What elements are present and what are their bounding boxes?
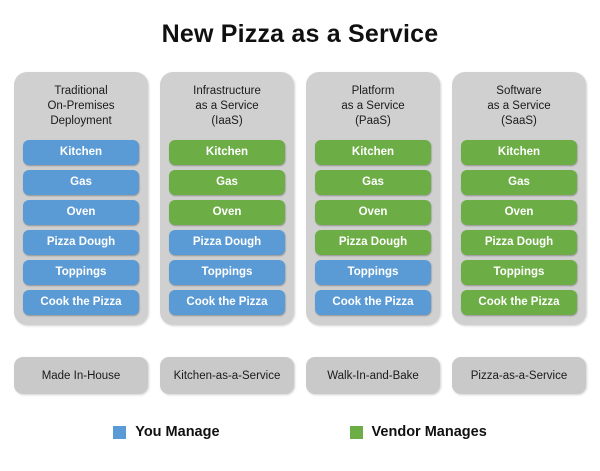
column-footer-label: Pizza-as-a-Service [452, 357, 586, 394]
legend-item: You Manage [113, 424, 220, 440]
column-header-line: as a Service [341, 100, 405, 112]
column-header-line: Infrastructure [193, 85, 261, 97]
column-header-line: as a Service [487, 100, 551, 112]
column-header-line: (PaaS) [355, 115, 391, 127]
layer-chip[interactable]: Pizza Dough [169, 230, 285, 255]
legend-swatch-you-manage-icon [113, 425, 127, 439]
layer-chip[interactable]: Cook the Pizza [169, 290, 285, 315]
column-header-line: Deployment [50, 115, 112, 127]
column-footer-label: Made In-House [14, 357, 148, 394]
layer-chip[interactable]: Oven [315, 200, 431, 225]
layer-chip[interactable]: Oven [461, 200, 577, 225]
layer-chip[interactable]: Pizza Dough [315, 230, 431, 255]
layer-chip[interactable]: Cook the Pizza [461, 290, 577, 315]
layer-chip[interactable]: Toppings [461, 260, 577, 285]
footer-row: Made In-House Kitchen-as-a-Service Walk-In… [14, 357, 586, 394]
column-footer-label: Kitchen-as-a-Service [160, 357, 294, 394]
legend-swatch-vendor-manages-icon [349, 425, 363, 439]
layer-chip[interactable]: Kitchen [461, 140, 577, 165]
layer-chip[interactable]: Kitchen [169, 140, 285, 165]
column-header: Software as a Service (SaaS) [461, 84, 577, 132]
column-footer-label: Walk-In-and-Bake [306, 357, 440, 394]
layer-chip[interactable]: Pizza Dough [461, 230, 577, 255]
legend-label: Vendor Manages [371, 424, 487, 440]
legend: You Manage Vendor Manages [0, 424, 600, 440]
column-header: Platform as a Service (PaaS) [315, 84, 431, 132]
column-header-line: Traditional [54, 85, 108, 97]
column-header-line: On-Premises [47, 100, 115, 112]
layer-chip[interactable]: Toppings [169, 260, 285, 285]
column-header-line: (IaaS) [211, 115, 243, 127]
column-header-line: Software [496, 85, 542, 97]
layer-chip[interactable]: Gas [23, 170, 139, 195]
layer-chip[interactable]: Pizza Dough [23, 230, 139, 255]
page-title: New Pizza as a Service [161, 20, 439, 48]
legend-item: Vendor Manages [349, 424, 487, 440]
layer-chip[interactable]: Gas [461, 170, 577, 195]
column-header-line: Platform [351, 85, 395, 97]
layer-chip[interactable]: Kitchen [315, 140, 431, 165]
column-header: Infrastructure as a Service (IaaS) [169, 84, 285, 132]
legend-label: You Manage [135, 424, 220, 440]
column-header-line: as a Service [195, 100, 259, 112]
layer-chip[interactable]: Toppings [315, 260, 431, 285]
layer-chip[interactable]: Kitchen [23, 140, 139, 165]
layer-chip[interactable]: Cook the Pizza [23, 290, 139, 315]
column-header-line: (SaaS) [501, 115, 537, 127]
layer-chip[interactable]: Toppings [23, 260, 139, 285]
layer-chip[interactable]: Gas [169, 170, 285, 195]
layer-chip[interactable]: Cook the Pizza [315, 290, 431, 315]
layer-chip[interactable]: Gas [315, 170, 431, 195]
layer-chip[interactable]: Oven [23, 200, 139, 225]
layer-chip[interactable]: Oven [169, 200, 285, 225]
